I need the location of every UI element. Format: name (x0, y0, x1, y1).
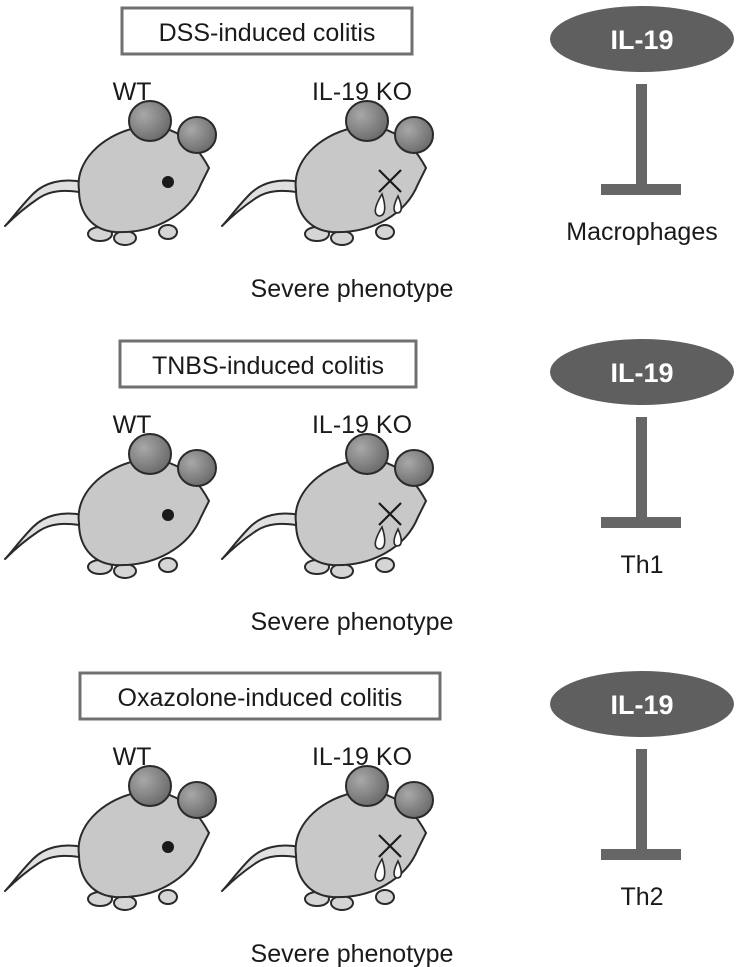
dead-eye-x-icon (378, 169, 402, 193)
inhibition-tbar-icon (601, 84, 681, 195)
il19-label: IL-19 (610, 358, 673, 388)
inhibition-tbar-icon (601, 417, 681, 528)
mouse-wt-icon (4, 100, 217, 246)
dead-eye-x-icon (378, 834, 402, 858)
il19-pill (550, 6, 734, 72)
eye-icon (162, 509, 174, 521)
inhibition-target-label: Macrophages (566, 218, 717, 246)
phenotype-label: Severe phenotype (251, 940, 454, 967)
il19-label: IL-19 (610, 25, 673, 55)
eye-icon (162, 176, 174, 188)
tears-icon (374, 192, 403, 217)
colitis-model-title: DSS-induced colitis (159, 19, 376, 47)
colitis-model-title: TNBS-induced colitis (152, 352, 384, 380)
mouse-ko-icon (221, 100, 434, 246)
mouse-wt-icon (4, 433, 217, 579)
inhibition-target-label: Th1 (620, 551, 663, 579)
mouse-ko-icon (221, 765, 434, 911)
il19-pill (550, 339, 734, 405)
tears-icon (374, 857, 403, 882)
il19-pill (550, 671, 734, 737)
eye-icon (162, 841, 174, 853)
title-box (78, 671, 442, 721)
colitis-model-title: Oxazolone-induced colitis (118, 684, 403, 712)
mouse-wt-icon (4, 765, 217, 911)
mouse-ko-icon (221, 433, 434, 579)
phenotype-label: Severe phenotype (251, 275, 454, 303)
title-box (118, 339, 418, 389)
inhibition-tbar-icon (601, 749, 681, 860)
inhibition-target-label: Th2 (620, 883, 663, 911)
tears-icon (374, 525, 403, 550)
phenotype-label: Severe phenotype (251, 608, 454, 636)
title-box (120, 6, 414, 56)
il19-label: IL-19 (610, 690, 673, 720)
dead-eye-x-icon (378, 502, 402, 526)
